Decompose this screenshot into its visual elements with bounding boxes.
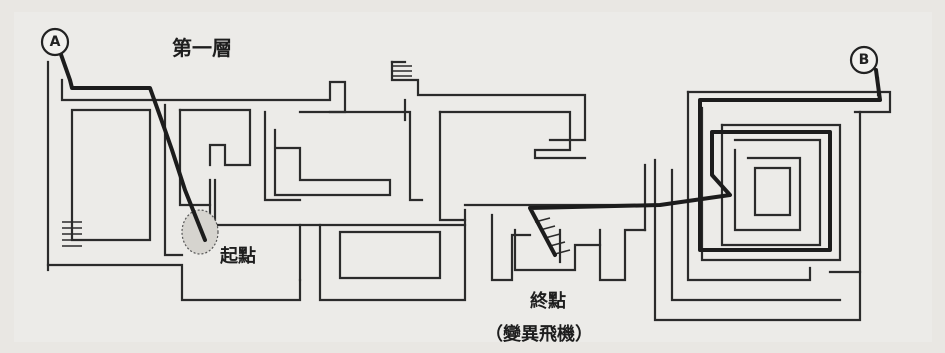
end-note: （變異飛機） [485,323,593,345]
floor-title: 第一層 [172,36,232,60]
marker-a: A [40,27,70,57]
marker-b: B [849,45,879,75]
svg-text:A: A [50,34,61,50]
route-from-a [56,44,207,242]
maze-walls-left [46,60,467,302]
stairs-left [62,221,82,247]
paper-sheet [14,12,932,342]
route-from-b [528,68,882,257]
start-label: 起點 [219,245,256,267]
maze-walls-middle [390,60,647,282]
end-label: 終點 [530,290,566,312]
stairs-top-middle [392,65,412,77]
svg-text:B: B [859,52,870,68]
